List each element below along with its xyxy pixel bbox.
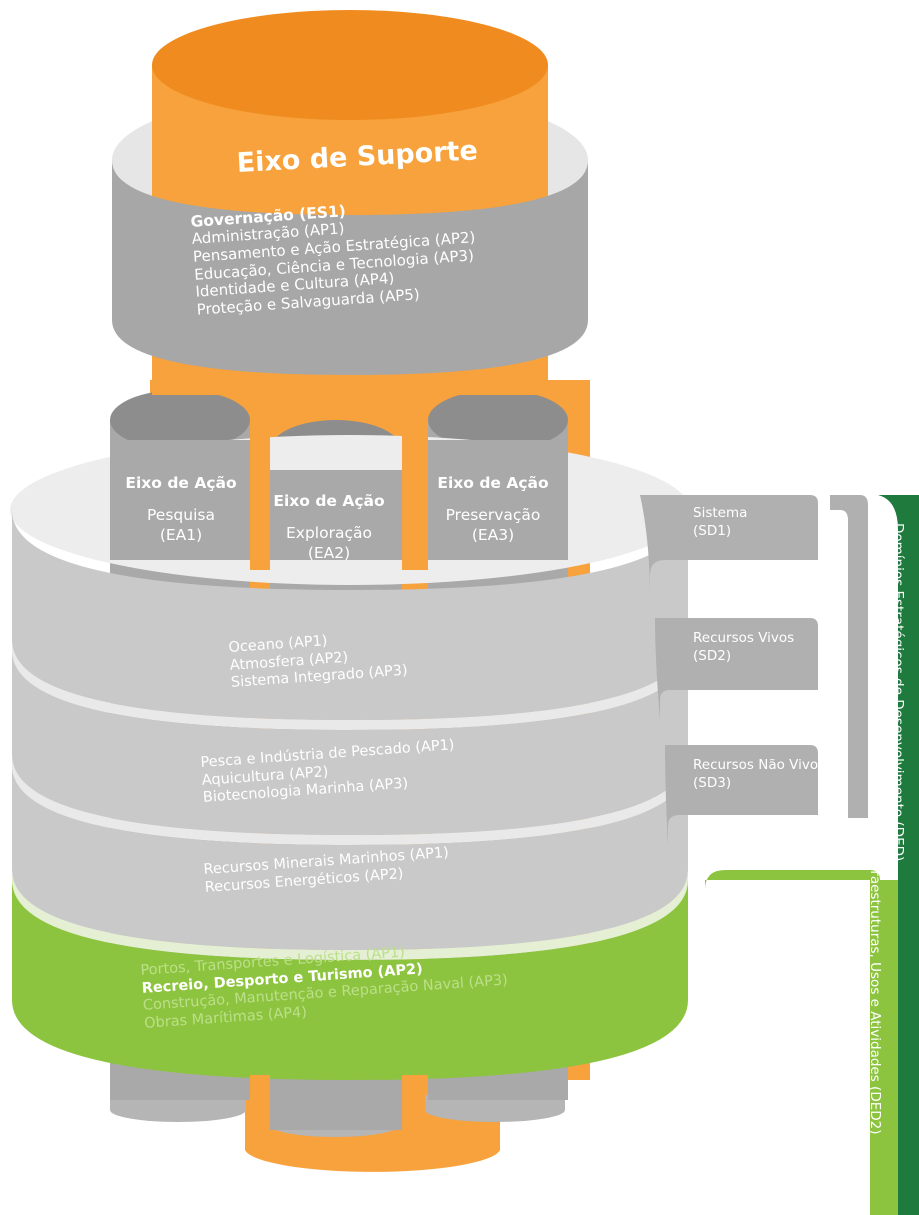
governance-band [112, 160, 588, 375]
action-axis-code: (EA2) [307, 544, 351, 563]
action-axis-name: Exploração [286, 524, 372, 543]
band-system [12, 510, 688, 720]
domain-strategic-label: Domínios Estratégicos de Desenvolvimento… [890, 523, 906, 862]
action-axis-ea3: Eixo de Ação Preservação(EA3) [430, 474, 556, 546]
subdomain-name: Recursos Não Vivos [693, 757, 826, 773]
action-axis-name: Preservação [445, 506, 541, 525]
subdomain-sd2: Recursos Vivos (SD2) [693, 630, 794, 665]
band-living [12, 650, 688, 835]
subdomain-sd3: Recursos Não Vivos (SD3) [693, 757, 825, 792]
subdomain-code: (SD3) [693, 774, 732, 791]
subdomain-code: (SD2) [693, 647, 732, 664]
action-axis-name: Pesquisa [147, 506, 215, 525]
action-axis-code: (EA1) [159, 526, 203, 545]
band-infrastructure [12, 880, 688, 1080]
subdomain-name: Recursos Vivos [693, 630, 795, 646]
action-axis-code: (EA3) [471, 526, 515, 545]
governance-list: Governação (ES1) Administração (AP1) Pen… [190, 193, 480, 319]
subdomain-sd1: Sistema (SD1) [693, 505, 747, 540]
support-cylinder-top [152, 10, 548, 120]
action-axis-ea2: Eixo de Ação Exploração(EA2) [268, 492, 390, 564]
subdomain-connectors [640, 495, 919, 1215]
band-nonliving [12, 765, 688, 950]
subdomain-name: Sistema [693, 505, 748, 521]
domain-natural-label: Recursos Naturais (DED1) [868, 523, 884, 698]
action-axis-title: Eixo de Ação [273, 492, 385, 510]
action-axis-title: Eixo de Ação [125, 474, 237, 492]
action-axis-ea1: Eixo de Ação Pesquisa(EA1) [118, 474, 244, 546]
domain-infrastructure-label: Infraestruturas, Usos e Atividades (DED2… [867, 853, 883, 1135]
subdomain-code: (SD1) [693, 522, 732, 539]
action-axis-title: Eixo de Ação [437, 474, 549, 492]
